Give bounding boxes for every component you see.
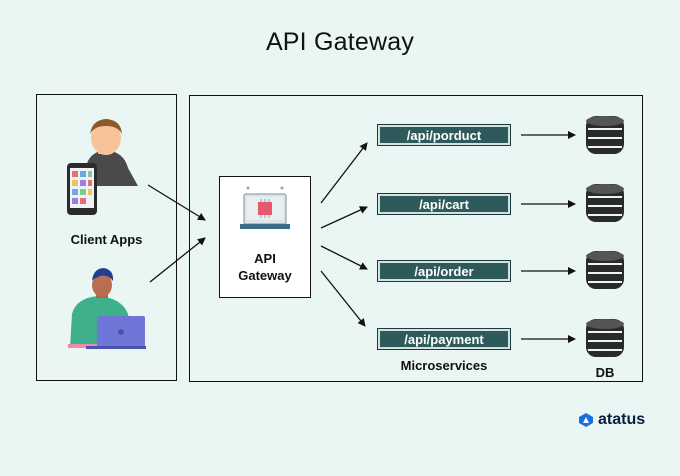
endpoint-product: /api/porduct <box>377 124 511 146</box>
gateway-label-line1: API <box>254 251 276 266</box>
gateway-label-line2: Gateway <box>238 268 292 283</box>
diagram-title: API Gateway <box>265 28 415 56</box>
atatus-logo-icon <box>579 413 593 427</box>
brand-name: atatus <box>598 411 646 428</box>
user-with-laptop-icon <box>68 268 146 349</box>
client-apps-panel <box>36 94 177 381</box>
db-label: DB <box>595 365 615 380</box>
microservices-label: Microservices <box>400 358 488 373</box>
database-icon-4 <box>586 319 624 357</box>
gateway-chip-icon <box>240 186 290 229</box>
user-with-phone-icon <box>67 119 138 215</box>
endpoint-order: /api/order <box>377 260 511 282</box>
database-icon-3 <box>586 251 624 289</box>
database-icon-1 <box>586 116 624 154</box>
client-apps-label: Client Apps <box>70 232 143 247</box>
atatus-brand: atatus <box>578 411 645 429</box>
database-icon-2 <box>586 184 624 222</box>
endpoint-cart: /api/cart <box>377 193 511 215</box>
backend-panel <box>189 95 643 382</box>
endpoint-payment: /api/payment <box>377 328 511 350</box>
